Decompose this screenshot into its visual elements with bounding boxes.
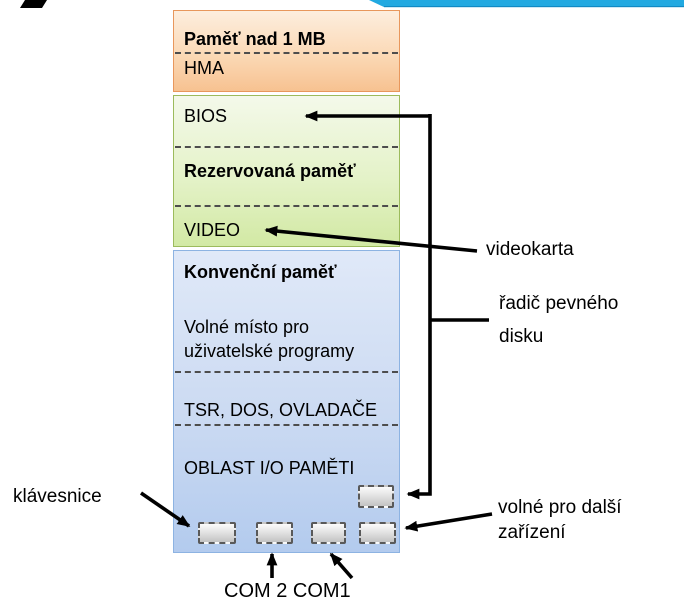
keyboard-callout-label: klávesnice [13, 486, 102, 507]
free-devices-arrow [404, 512, 493, 532]
reserved-memory-block: BIOS Rezervovaná paměť VIDEO [173, 95, 400, 247]
com1-arrow [329, 552, 354, 580]
accent-bar-underline [384, 6, 684, 8]
dashed-divider [175, 52, 398, 54]
dashed-divider [175, 146, 398, 148]
free-devices-callout-line2: zařízení [498, 522, 566, 543]
hdd-controller-callout-line2: disku [499, 326, 544, 347]
upper-memory-block: Paměť nad 1 MB HMA [173, 10, 400, 92]
io-port-box-hdd-controller [358, 485, 394, 508]
hdd-controller-callout-line1: řadič pevného [499, 293, 619, 314]
tsr-segment-label: TSR, DOS, OVLADAČE [184, 400, 378, 420]
hma-segment-label: HMA [184, 58, 224, 78]
hdd-controller-line-arrow [406, 114, 432, 500]
free-devices-callout-line1: volné pro další [498, 497, 622, 518]
conventional-memory-title: Konvenční paměť [184, 262, 337, 282]
video-segment-label: VIDEO [184, 220, 241, 240]
free-space-label: Volné místo pro uživatelské programy [184, 317, 355, 361]
video-card-callout-label: videokarta [486, 239, 574, 260]
accent-bar-decoration [369, 0, 684, 7]
dashed-divider [175, 371, 398, 373]
com-ports-callout-label: COM 2 COM1 [224, 580, 351, 602]
conventional-memory-block: Konvenční paměť Volné místo pro uživatel… [173, 250, 400, 553]
io-port-box-com1 [311, 522, 346, 544]
io-port-box-keyboard [198, 522, 236, 544]
dashed-divider [175, 424, 398, 426]
swoosh-decoration [20, 0, 47, 8]
io-port-box-com2 [256, 522, 293, 544]
reserved-memory-title: Rezervovaná paměť [184, 161, 356, 181]
io-area-label: OBLAST I/O PAMĚTI [184, 458, 355, 478]
dashed-divider [175, 205, 398, 207]
io-port-box-free [359, 522, 396, 544]
upper-memory-title: Paměť nad 1 MB [184, 29, 326, 49]
bios-segment-label: BIOS [184, 106, 228, 126]
